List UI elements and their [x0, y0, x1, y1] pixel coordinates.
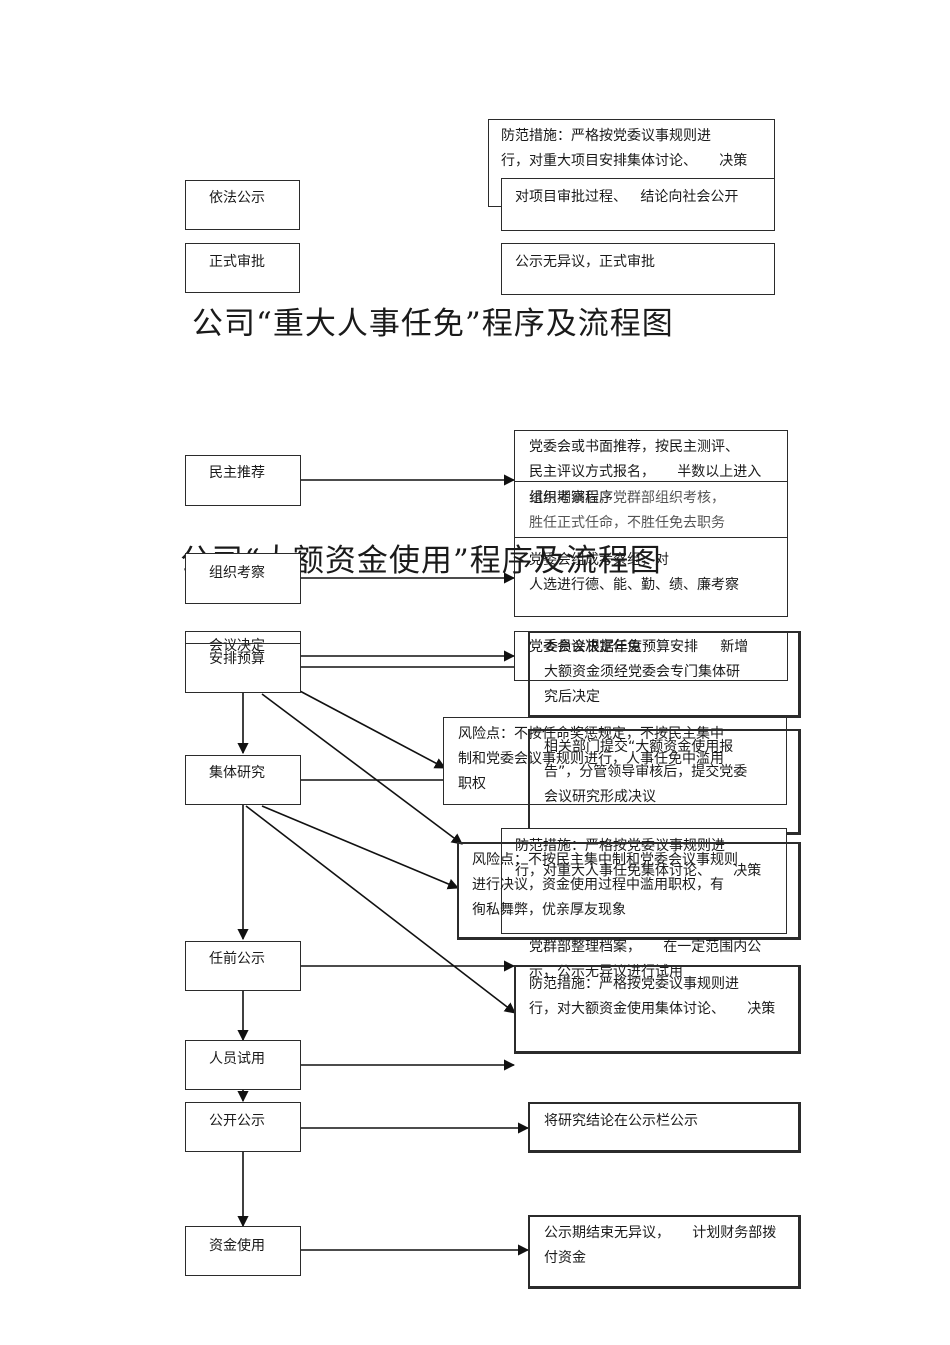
publicize-text-top: 对项目审批过程、 结论向社会公开 — [515, 185, 739, 210]
approve-box-top — [501, 243, 775, 295]
personnel-preventive-box — [501, 828, 787, 934]
node-open-publicity — [185, 1102, 301, 1152]
node-democratic-recommend-label: 民主推荐 — [209, 465, 265, 481]
publicize-text: 将研究结论在公示栏公示 — [544, 1113, 698, 1129]
node-legal-publicity-label: 依法公示 — [209, 190, 265, 206]
personnel-risk-box — [443, 717, 787, 805]
arrow-diag-risk-1 — [297, 689, 446, 769]
node-collective-research — [185, 755, 301, 805]
title-personnel: 公司“重大人事任免”程序及流程图 — [192, 306, 674, 342]
funds-preventive-text: 防范措施：严格按党委议事规则进 行，对大额资金使用集体讨论、 决策 — [529, 976, 776, 1017]
archive-text: 党群部整理档案， 在一定范围内公 示，公示无异议进行试用 — [529, 939, 762, 980]
node-organization-inspect-label: 组织考察 — [209, 565, 265, 581]
budget-box — [528, 631, 801, 718]
arrow-diag-prevent-1 — [261, 693, 463, 845]
node-pre-appointment-publicity — [185, 941, 301, 991]
node-personnel-trial-label: 人员试用 — [209, 1051, 265, 1067]
budget-text: 委员会根据年度预算安排 新增 大额资金须经党委会专门集体研 究后决定 — [544, 639, 749, 705]
node-formal-approval — [185, 243, 300, 293]
node-fund-use-label: 资金使用 — [209, 1238, 265, 1254]
research-text: 相关部门提交“大额资金使用报 告”，分管领导审核后，提交党委 会议研究形成决议 — [544, 739, 748, 805]
arrow-diag-prevent-2 — [245, 805, 516, 1014]
arrow-diag-risk-2 — [261, 805, 460, 890]
node-arrange-budget-label: 安排预算 — [209, 651, 265, 667]
publicize-box — [528, 1102, 801, 1153]
formal-box — [514, 481, 788, 538]
node-legal-publicity — [185, 180, 300, 230]
node-meeting-decision-label: 会议决定 — [209, 638, 265, 654]
node-pre-appointment-publicity-label: 任前公示 — [209, 951, 265, 967]
node-fund-use — [185, 1226, 301, 1276]
node-democratic-recommend — [185, 455, 301, 506]
procedure-text: 组织考察程序 — [529, 490, 613, 506]
node-formal-approval-label: 正式审批 — [209, 254, 265, 270]
node-organization-inspect — [185, 553, 301, 604]
use-box — [528, 1215, 801, 1289]
preventive-text-top: 防范措施：严格按党委议事规则进 行，对重大项目安排集体讨论、 决策 — [501, 128, 748, 169]
formal-text: 试用期满后，党群部组织考核， 胜任正式任命，不胜任免去职务 — [529, 490, 725, 531]
node-arrange-budget — [185, 643, 301, 693]
use-text: 公示期结束无异议， 计划财务部拨 付资金 — [544, 1225, 777, 1266]
funds-preventive-box — [514, 965, 801, 1054]
inspect-text: 党委会组成考察组，对 人选进行德、能、勤、绩、廉考察 — [529, 552, 739, 593]
funds-risk-text: 风险点：不按民主集中制和党委会议事规则 进行决议，资金使用过程中滥用职权，有 徇… — [472, 852, 738, 918]
approve-text-top: 公示无异议，正式审批 — [515, 254, 655, 270]
recommend-text: 党委会或书面推荐，按民主测评、 民主评议方式报名， 半数以上进入 — [529, 439, 762, 480]
funds-risk-box — [457, 842, 801, 940]
node-personnel-trial — [185, 1040, 301, 1090]
node-collective-research-label: 集体研究 — [209, 765, 265, 781]
node-open-publicity-label: 公开公示 — [209, 1113, 265, 1129]
decide-text: 党委会议决定任免 — [529, 639, 641, 655]
